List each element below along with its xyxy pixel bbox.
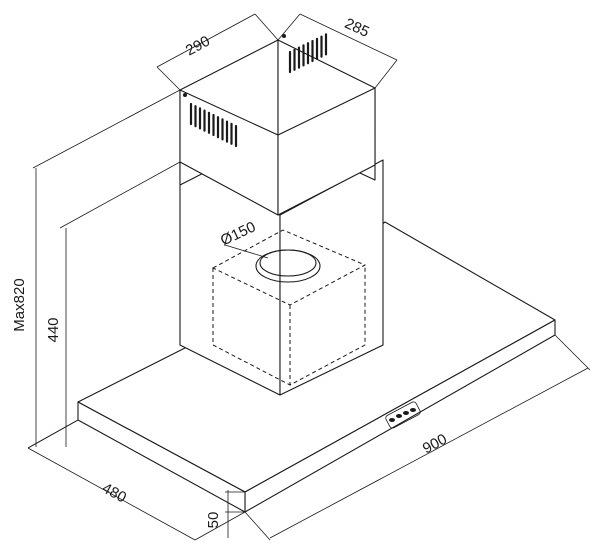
label-hood-width: 900 — [420, 431, 450, 458]
label-chimney-depth: 285 — [342, 15, 372, 41]
motor-housing-hidden — [211, 229, 367, 386]
motor-box-top — [211, 229, 367, 306]
lower-chimney — [179, 159, 384, 396]
label-max-height: Max820 — [11, 278, 28, 331]
control-button — [389, 418, 395, 422]
control-button — [396, 414, 402, 418]
control-button — [410, 408, 416, 412]
control-button — [403, 411, 409, 415]
control-panel — [385, 401, 421, 429]
label-hood-depth: 480 — [99, 480, 129, 507]
label-hood-thickness: 50 — [205, 512, 222, 529]
label-chimney-width: 290 — [183, 33, 213, 60]
upper-chimney-right-face — [277, 87, 376, 216]
mount-hole — [183, 93, 187, 97]
control-strip — [385, 401, 421, 429]
vent-slots-back — [288, 33, 328, 74]
dimension-lines — [27, 13, 591, 541]
label-chimney-height: 440 — [45, 317, 62, 342]
vent-slots-front — [189, 102, 238, 148]
mount-holes — [183, 34, 286, 97]
outlet-ring-inner — [259, 249, 317, 277]
mount-hole — [282, 34, 286, 38]
